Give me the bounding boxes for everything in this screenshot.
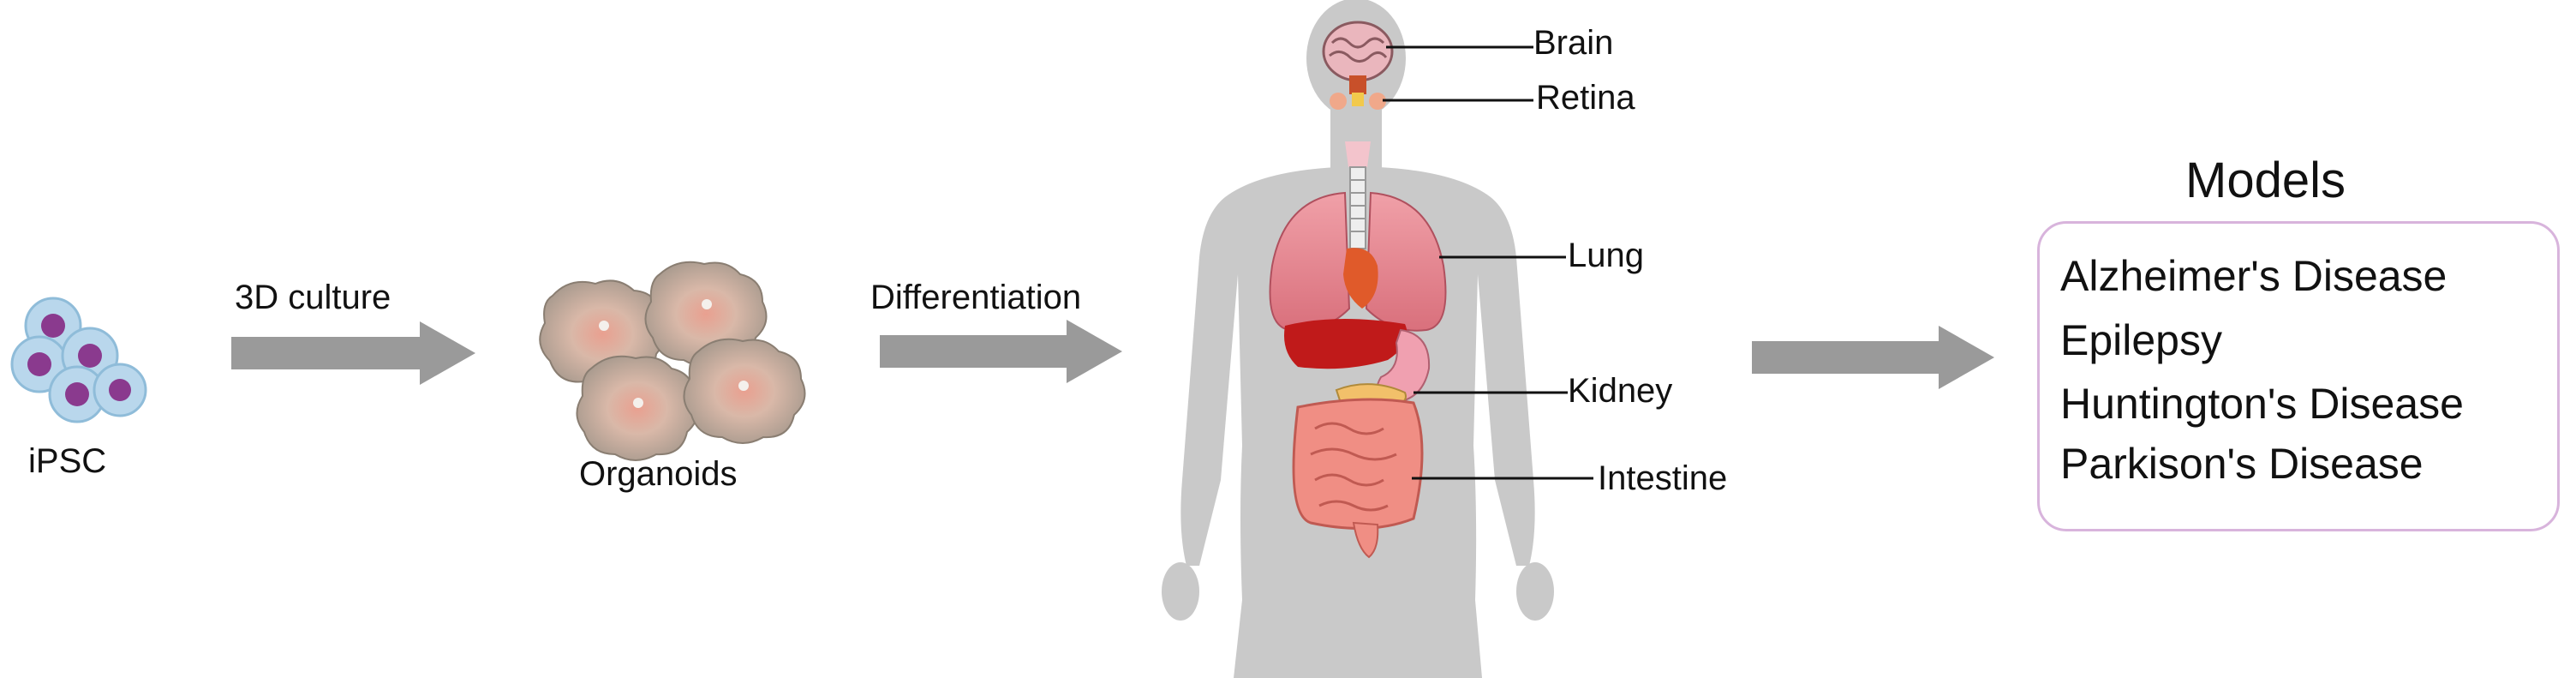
organ-leader-lines [1383,45,1593,480]
differentiation-label: Differentiation [870,279,1082,316]
culture-label: 3D culture [235,279,391,316]
brain-icon [1322,21,1394,94]
retina-label: Retina [1536,79,1635,117]
lung-label: Lung [1568,237,1644,274]
organoids-icon [539,261,806,461]
arrow-3d-culture-icon [231,321,475,385]
lung-icon [1269,191,1447,332]
model-item-huntingtons: Huntington's Disease [2060,380,2464,428]
organoids-label: Organoids [579,455,738,493]
model-item-alzheimers: Alzheimer's Disease [2060,252,2447,300]
kidney-label: Kidney [1568,372,1673,410]
intestine-label: Intestine [1598,459,1728,497]
models-title: Models [2185,153,2346,208]
intestine-icon [1292,398,1424,559]
ipsc-cells-icon [10,297,147,423]
retina-icon [1330,93,1386,110]
ipsc-label: iPSC [28,442,107,480]
arrow-differentiation-icon [880,320,1122,383]
arrow-models-icon [1752,326,1994,389]
liver-icon [1284,318,1408,369]
model-item-epilepsy: Epilepsy [2060,316,2222,364]
model-item-parkisons: Parkison's Disease [2060,440,2424,488]
models-list-box: Alzheimer's Disease Epilepsy Huntington'… [2037,221,2560,531]
brain-label: Brain [1533,24,1614,62]
